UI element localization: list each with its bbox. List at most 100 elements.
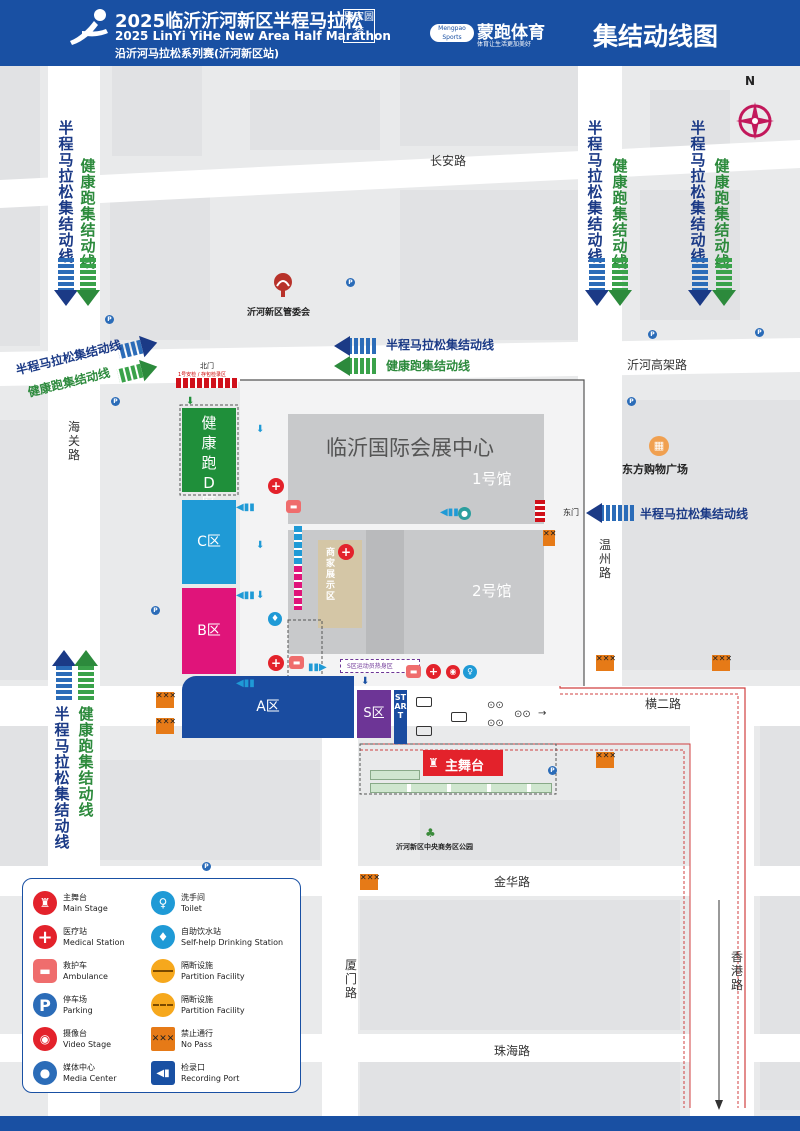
legend-en: Medical Station (63, 938, 125, 947)
arrow-icon: ⬇ (256, 540, 265, 551)
media-center-icon: ● (458, 507, 471, 520)
main-stage-icon: ♜ (33, 891, 57, 915)
east-gate-label: 东门 (563, 508, 579, 517)
arrow-icon: ▮▮▶ (308, 662, 327, 673)
arrow-icon: ⬇ (361, 676, 370, 687)
seal-stamp: 聚家圆梦 (343, 9, 375, 43)
legend-en: Video Stage (63, 1040, 112, 1049)
partition-solid-icon (151, 959, 175, 983)
compass-north: N (745, 74, 756, 88)
start-label: START (394, 693, 407, 720)
marathon-logo-icon (70, 9, 108, 45)
zone-c-label: C区 (197, 534, 221, 550)
main-stage (423, 750, 503, 776)
toilet-icon: ♀ (463, 665, 477, 679)
arrow-icon: ⬇ (256, 424, 265, 435)
motorcycle-icon: ⊙⊙ (487, 718, 504, 729)
no-pass-icon: ✕✕✕ (156, 692, 176, 708)
park-icon: ♣ (425, 826, 436, 840)
medical-station-icon: + (338, 544, 354, 560)
ambulance-icon: ▬ (289, 656, 304, 669)
place-expo: 临沂国际会展中心 (326, 436, 494, 460)
arrow-icon: ⬇ (186, 396, 195, 407)
event-title-en: 2025 LinYi YiHe New Area Half Marathon (115, 29, 391, 43)
medical-station-icon: + (268, 478, 284, 494)
legend-item: + 医疗站 Medical Station (33, 925, 125, 949)
place-committee: 沂河新区管委会 (247, 308, 311, 318)
road-jinhua: 金华路 (494, 875, 531, 889)
road-changan: 长安路 (430, 154, 467, 168)
parking-icon: P (346, 278, 355, 287)
zone-c: C区 (182, 500, 236, 584)
legend-cn: 隔断设施 (181, 961, 213, 970)
no-pass-icon: ✕✕✕ (596, 655, 616, 671)
legend-item: 隔断设施 Partition Facility (151, 959, 245, 983)
route-half-left-top: 半程马拉松集结动线 (58, 119, 74, 264)
warmup-label: S区运动员热身区 (347, 663, 393, 670)
route-half-right-top: 半程马拉松集结动线 (690, 119, 706, 264)
legend-cn: 自助饮水站 (181, 927, 221, 936)
zone-s-label: S区 (363, 706, 385, 721)
car-icon (451, 712, 467, 722)
main-stage-icon: ♜ (428, 756, 439, 770)
legend-cn: 媒体中心 (63, 1063, 95, 1072)
zone-b: B区 (182, 588, 236, 674)
parking-icon: P (755, 328, 764, 337)
compass-icon (736, 102, 774, 140)
media-center-icon: ● (33, 1061, 57, 1085)
arrow-icon: ◀▮▮ (236, 678, 255, 689)
north-gate-label: 北门 (200, 362, 214, 370)
parking-icon: P (33, 993, 57, 1017)
map-title: 集结动线图 (593, 22, 719, 51)
medical-station-icon: + (268, 655, 284, 671)
ambulance-icon: ▬ (286, 500, 301, 513)
recording-port-icon (294, 566, 302, 610)
parking-icon: P (151, 606, 160, 615)
place-merchant: 商家展示区 (326, 548, 336, 602)
arrow-icon: ◀▮▮ (236, 502, 255, 513)
road-yihe-gaojia: 沂河高架路 (627, 358, 688, 372)
facility-strip (370, 770, 420, 780)
north-gate-barrier (176, 378, 238, 388)
zone-s: S区 (357, 690, 391, 738)
parking-icon: P (105, 315, 114, 324)
legend-en: No Pass (181, 1040, 213, 1049)
place-mall: 东方购物广场 (622, 463, 688, 476)
legend-en: Ambulance (63, 972, 108, 981)
legend-en: Recording Port (181, 1074, 240, 1083)
main-stage-label: 主舞台 (445, 759, 485, 774)
legend-en: Partition Facility (181, 972, 245, 981)
motorcycle-icon: ⊙⊙ (514, 709, 531, 720)
north-gate-note: 1号安检 / 存包检录区 (178, 372, 227, 378)
road-xiamen: 厦门路 (344, 958, 357, 1000)
shopping-icon: ▦ (649, 436, 669, 456)
no-pass-icon: ✕✕ (543, 530, 556, 546)
arrow-icon: ⬇ (256, 590, 265, 601)
legend-cn: 医疗站 (63, 927, 87, 936)
parking-icon: P (548, 766, 557, 775)
legend-cn: 禁止通行 (181, 1029, 213, 1038)
no-pass-icon: ✕✕✕ (360, 874, 380, 890)
ambulance-icon: ▬ (406, 665, 421, 678)
ambulance-icon: ▬ (33, 959, 57, 983)
recording-port-icon: ◀▮ (151, 1061, 175, 1085)
medical-station-icon: + (33, 925, 57, 949)
sponsor-slogan: 体育让生活更加美好 (477, 41, 532, 48)
legend-cn: 隔断设施 (181, 995, 213, 1004)
route-half-left-bottom: 半程马拉松集结动线 (54, 705, 70, 851)
sponsor-name: 蒙跑体育 (477, 23, 545, 43)
sponsor-logo: Mengpao Sports (430, 24, 474, 42)
road-haiguan: 海关路 (67, 420, 80, 462)
drinking-station-icon: ♦ (268, 612, 282, 626)
arrow-icon: → (538, 708, 547, 719)
zone-a: A区 (182, 676, 354, 738)
legend-cn: 救护车 (63, 961, 87, 970)
legend-cn: 主舞台 (63, 893, 87, 902)
